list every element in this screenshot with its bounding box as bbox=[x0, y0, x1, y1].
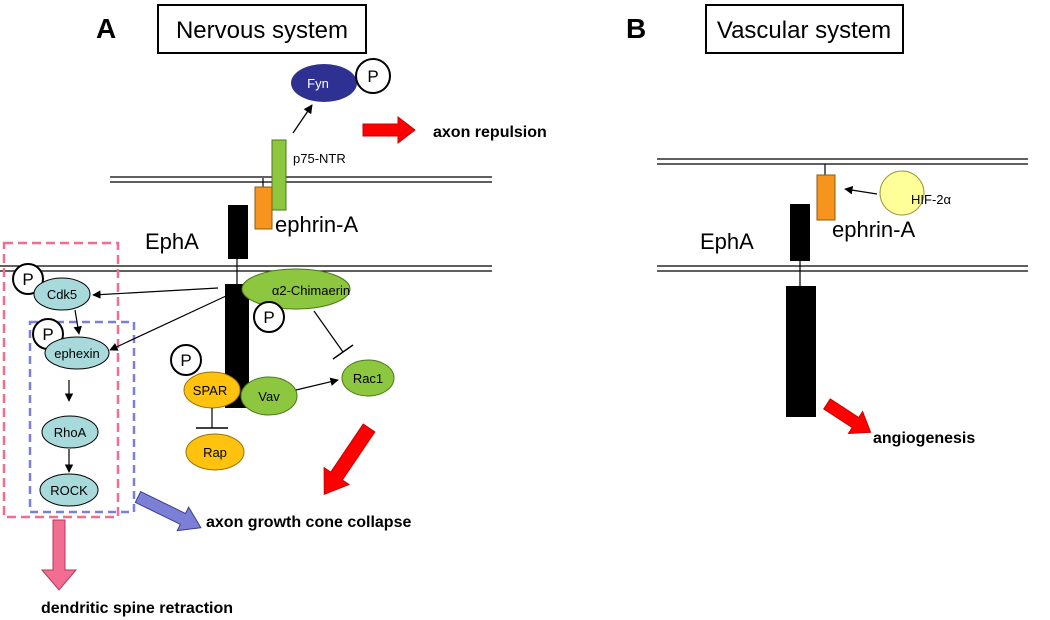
arrow-cdk5-ephexin bbox=[73, 309, 82, 335]
rac1-collapse-arrow bbox=[323, 423, 376, 496]
spine-retraction-label: dendritic spine retraction bbox=[41, 600, 233, 617]
rac1-label: Rac1 bbox=[353, 371, 383, 386]
epha-extracellular-a bbox=[228, 205, 248, 259]
chimaerin-phospho-label: P bbox=[263, 308, 274, 327]
spar-phospho-label: P bbox=[180, 351, 191, 370]
epha-label-a: EphA bbox=[145, 229, 199, 254]
panel-b-letter: B bbox=[626, 13, 646, 44]
fyn-label: Fyn bbox=[307, 76, 329, 91]
axon-repulsion-arrow bbox=[362, 115, 416, 145]
rock-node bbox=[39, 473, 99, 507]
spar-phospho-icon bbox=[170, 344, 202, 376]
panel-a-title: Nervous system bbox=[176, 17, 348, 44]
epha-intracellular-b bbox=[786, 286, 816, 417]
inhibit-chimaerin-rac1-bar bbox=[332, 344, 354, 360]
rap-node bbox=[185, 433, 245, 471]
rac1-node bbox=[341, 359, 395, 397]
growth-cone-collapse-label: axon growth cone collapse bbox=[206, 514, 411, 531]
rhoa-label: RhoA bbox=[54, 425, 87, 440]
vav-node bbox=[240, 376, 298, 416]
blue-dashed-box bbox=[28, 320, 136, 514]
ephrin-a-label-b: ephrin-A bbox=[832, 217, 915, 242]
vav-label: Vav bbox=[258, 389, 280, 404]
p75-ntr-bar bbox=[271, 139, 287, 211]
epha-label-b: EphA bbox=[700, 229, 754, 254]
fyn-phospho-label: P bbox=[367, 67, 378, 86]
spar-label: SPAR bbox=[193, 383, 227, 398]
rock-label: ROCK bbox=[50, 483, 88, 498]
membrane-upper-b bbox=[657, 158, 1028, 165]
rhoa-node bbox=[41, 415, 99, 449]
fyn-node bbox=[291, 64, 357, 102]
membrane-upper-a bbox=[110, 176, 492, 183]
pink-dashed-box bbox=[2, 241, 120, 519]
panel-b-title-box bbox=[705, 4, 904, 54]
chimaerin-label: α2-Chimaerin bbox=[272, 283, 350, 298]
ephexin-node bbox=[44, 336, 110, 370]
angiogenesis-label: angiogenesis bbox=[873, 430, 975, 447]
cdk5-phospho-icon bbox=[12, 263, 44, 295]
inhibit-chimaerin-rac1 bbox=[313, 310, 344, 353]
rap-label: Rap bbox=[203, 445, 227, 460]
epha-extracellular-b bbox=[790, 204, 810, 261]
cdk5-label: Cdk5 bbox=[47, 287, 77, 302]
fyn-phospho-icon bbox=[355, 58, 391, 94]
arrow-epha-ephexin bbox=[109, 295, 227, 351]
hif-node bbox=[879, 170, 925, 216]
ephrin-a-label-a: ephrin-A bbox=[275, 212, 358, 237]
chimaerin-node bbox=[241, 268, 351, 310]
arrow-epha-cdk5 bbox=[92, 287, 219, 299]
blue-collapse-arrow bbox=[134, 490, 202, 532]
spine-retraction-arrow bbox=[40, 519, 78, 591]
ephexin-phospho-label: P bbox=[42, 325, 53, 344]
membrane-lower-b bbox=[657, 265, 1028, 272]
membrane-lower-a bbox=[0, 265, 492, 272]
hif-label: HIF-2α bbox=[911, 192, 952, 207]
axon-repulsion-label: axon repulsion bbox=[433, 124, 547, 141]
arrow-vav-rac1 bbox=[295, 377, 339, 391]
panel-a-letter: A bbox=[96, 13, 116, 44]
ephrin-a-bar-a bbox=[254, 186, 273, 230]
ephexin-label: ephexin bbox=[54, 346, 100, 361]
chimaerin-phospho-icon bbox=[253, 301, 285, 333]
ephrin-a-bar-b bbox=[816, 174, 836, 221]
cdk5-phospho-label: P bbox=[22, 270, 33, 289]
panel-b-title: Vascular system bbox=[717, 17, 891, 44]
cdk5-node bbox=[33, 277, 91, 311]
angiogenesis-arrow bbox=[823, 398, 872, 434]
arrow-hif-ephrin bbox=[844, 186, 878, 195]
panel-a-title-box bbox=[157, 4, 367, 54]
arrow-p75-fyn bbox=[292, 104, 313, 134]
p75-ntr-label: p75-NTR bbox=[293, 151, 346, 166]
